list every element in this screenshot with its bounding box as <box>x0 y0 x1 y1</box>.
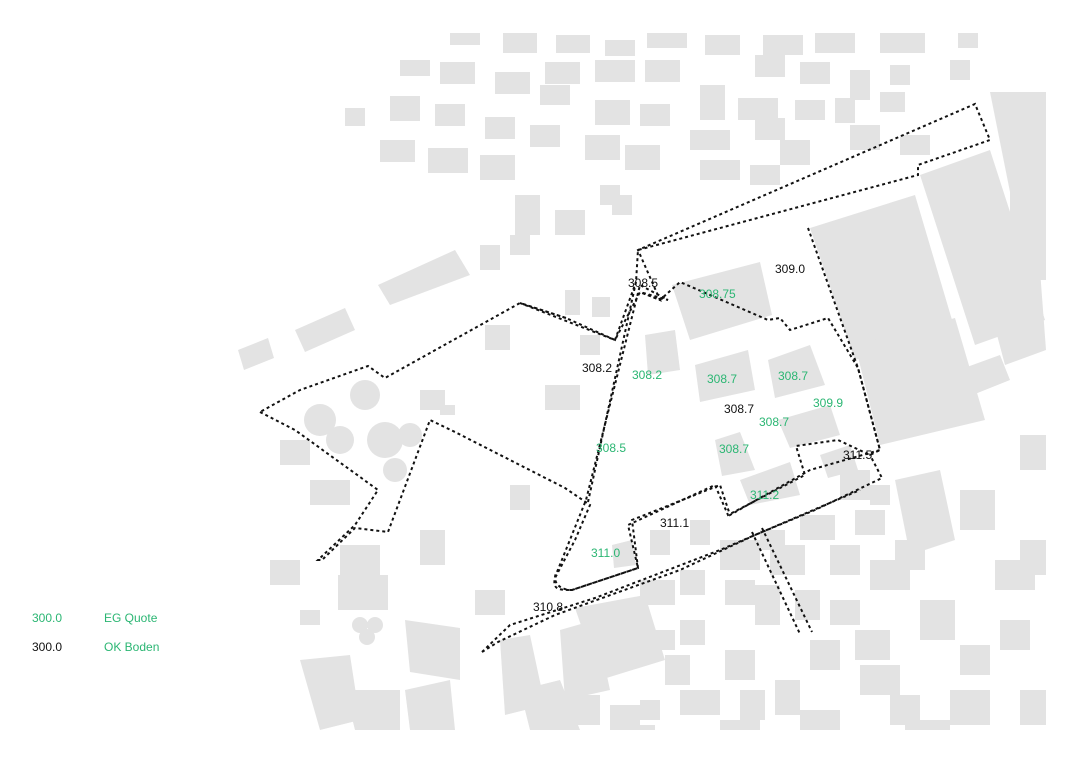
level-ok-label: 310.8 <box>533 600 563 614</box>
level-eg-label: 309.9 <box>813 396 843 410</box>
level-eg-label: 308.7 <box>759 415 789 429</box>
site-boundary-2 <box>587 102 992 503</box>
level-ok-label: 308.7 <box>724 402 754 416</box>
legend-eg-label: EG Quote <box>104 611 158 625</box>
level-eg-label: 308.5 <box>596 441 626 455</box>
level-ok-label: 308.5 <box>628 276 658 290</box>
level-ok-label: 308.2 <box>582 361 612 375</box>
level-ok-label: 311.1 <box>660 516 689 530</box>
legend-ok-label: OK Boden <box>104 640 160 654</box>
level-eg-label: 308.75 <box>699 287 736 301</box>
level-ok-label: 309.0 <box>775 262 805 276</box>
site-boundary-4 <box>553 227 882 592</box>
lane-boundary <box>751 527 813 635</box>
level-eg-label: 311.2 <box>750 488 779 502</box>
level-eg-label: 308.2 <box>632 368 662 382</box>
access-road-boundary <box>481 454 884 653</box>
levels-eg-quote: 308.75 308.2 308.7 308.7 309.9 308.7 308… <box>591 287 843 560</box>
level-eg-label: 308.7 <box>778 369 808 383</box>
levels-ok-boden: 308.5 309.0 308.2 308.7 311.5 311.1 310.… <box>533 262 872 614</box>
legend-ok-value: 300.0 <box>32 640 63 654</box>
context-buildings <box>238 33 1046 730</box>
level-eg-label: 308.7 <box>719 442 749 456</box>
level-eg-label: 308.7 <box>707 372 737 386</box>
level-ok-label: 311.5 <box>843 448 872 462</box>
level-eg-label: 311.0 <box>591 546 620 560</box>
legend-eg-value: 300.0 <box>32 611 63 625</box>
site-boundary-3 <box>519 281 637 342</box>
